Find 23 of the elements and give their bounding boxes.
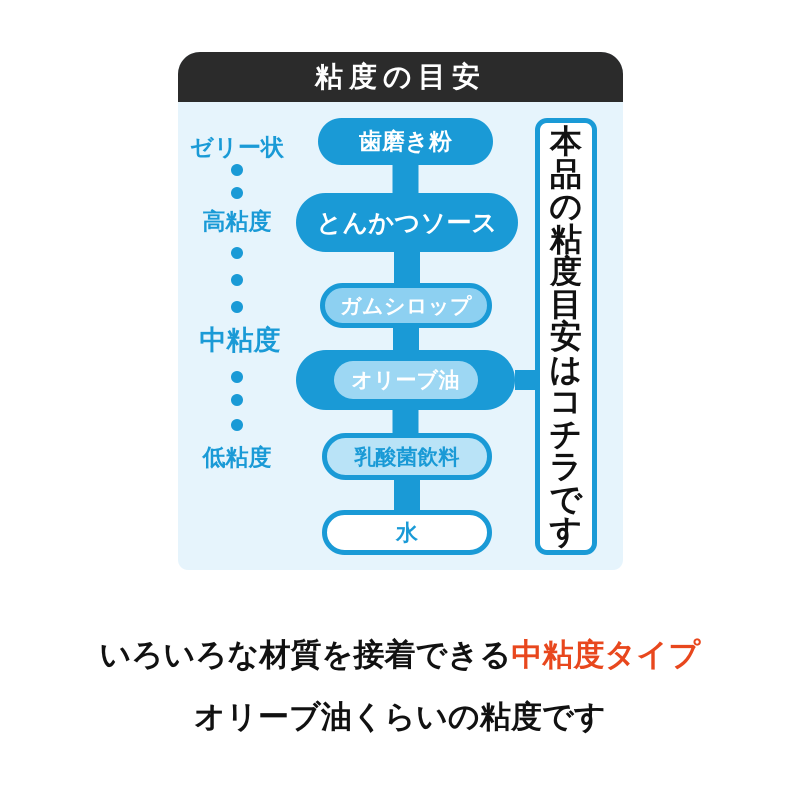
highlighted-caption: 中粘度タイプ <box>512 636 700 674</box>
viscosity-pill: とんかつソース <box>296 193 518 252</box>
connector <box>392 410 418 433</box>
scale-label: 中粘度 <box>200 324 280 356</box>
viscosity-pill: 乳酸菌飲料 <box>322 433 492 480</box>
caption-text: オリーブ油くらいの粘度です <box>194 698 606 736</box>
connector <box>394 252 420 283</box>
connector <box>392 165 418 193</box>
viscosity-pill: 歯磨き粉 <box>318 118 493 165</box>
highlighted-label: オリーブ油 <box>334 361 478 399</box>
vertical-text: 本品の粘度目安はコチラです <box>549 125 583 548</box>
viscosity-pill: ガムシロップ <box>320 283 492 328</box>
chart-panel <box>178 52 623 570</box>
title-bar: 粘度の目安 <box>178 52 623 102</box>
scale-label: ゼリー状 <box>190 134 284 162</box>
scale-label: 低粘度 <box>202 444 272 472</box>
connector <box>393 328 419 350</box>
viscosity-pill: 水 <box>322 510 492 555</box>
caption-text: いろいろな材質を接着できる <box>100 636 512 674</box>
connector <box>515 370 535 390</box>
connector <box>394 480 420 510</box>
scale-label: 高粘度 <box>202 208 272 236</box>
callout-box <box>535 118 597 555</box>
